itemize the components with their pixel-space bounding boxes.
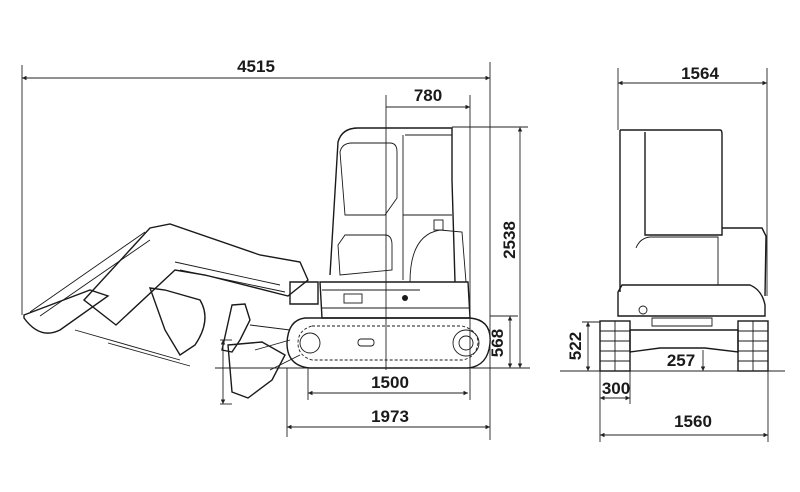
front-hook	[638, 305, 648, 315]
track-width-label: 1560	[674, 412, 712, 431]
track-links	[297, 325, 479, 361]
front-engine-hood	[722, 227, 767, 297]
body-bolt	[402, 295, 408, 301]
track-height-label: 568	[488, 329, 507, 357]
cab-lower-window	[337, 234, 393, 276]
extension-lines	[21, 62, 769, 442]
track-shoe-lines	[600, 321, 768, 371]
sprocket-hub	[458, 335, 474, 351]
front-undercarriage	[629, 329, 739, 353]
engine-cover	[409, 229, 467, 283]
front-cab	[620, 129, 723, 236]
overall-length-label: 4515	[237, 57, 275, 76]
cab-window	[339, 142, 398, 216]
blade-height-label: 522	[566, 332, 585, 360]
upper-body	[319, 281, 471, 319]
boom	[82, 223, 309, 326]
dimension-lines	[22, 75, 768, 438]
front-upper-body	[617, 284, 766, 317]
tumbler-distance-label: 1500	[371, 373, 409, 392]
track-length-label: 1973	[371, 407, 409, 426]
arm	[23, 289, 110, 334]
swing-bracket	[289, 281, 319, 305]
arm-cylinder	[29, 231, 151, 317]
blade-arms	[249, 324, 301, 371]
bucket-cylinder	[74, 329, 191, 367]
swing-bearing	[651, 317, 713, 327]
side-view-excavator	[23, 127, 491, 399]
bucket	[148, 287, 206, 356]
track-frame-slot	[357, 338, 375, 347]
cab-frame	[402, 134, 452, 280]
overall-height-label: 2538	[500, 221, 519, 259]
front-view-excavator	[599, 129, 769, 372]
ground-clearance-label: 257	[667, 351, 695, 370]
boom-cylinder	[174, 261, 286, 293]
front-body-panel	[635, 236, 719, 286]
upper-width-label: 1564	[681, 64, 719, 83]
crawler-track	[286, 317, 491, 369]
cab-outline	[329, 127, 456, 283]
shoe-width-label: 300	[602, 379, 630, 398]
body-panel	[343, 293, 363, 304]
blade-lowered	[227, 341, 286, 399]
sprocket	[452, 329, 480, 357]
exhaust	[433, 219, 444, 231]
idler	[299, 332, 321, 354]
rear-swing-label: 780	[414, 86, 442, 105]
